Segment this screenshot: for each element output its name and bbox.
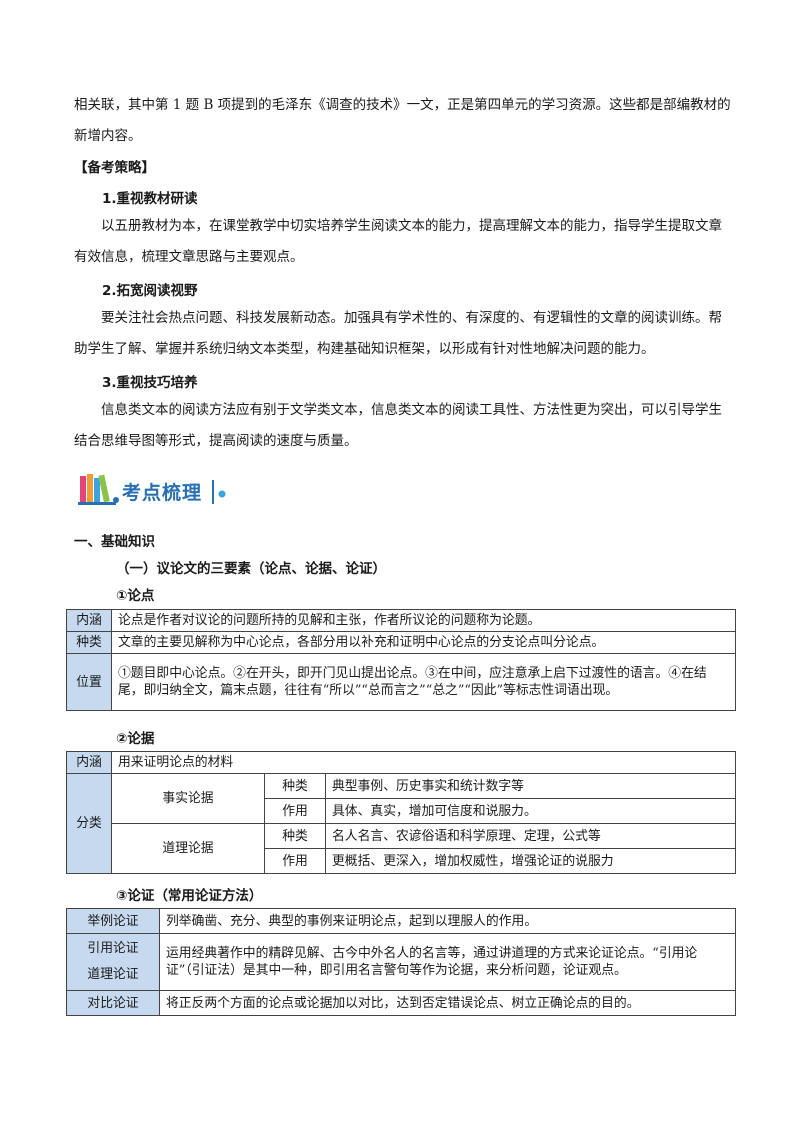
lundian-table: 内涵 论点是作者对议论的问题所持的见解和主张，作者所议论的问题称为论题。 种类 …: [66, 609, 736, 711]
row-text: 列举确凿、充分、典型的事例来证明论点，起到以理服人的作用。: [159, 908, 736, 934]
sub-text: 典型事例、历史事实和统计数字等: [325, 773, 736, 799]
lunju-table: 内涵 用来证明论点的材料 分类 事实论据 种类 典型事例、历史事实和统计数字等 …: [66, 751, 736, 874]
row-text: 运用经典著作中的精辟见解、古今中外名人的名言等，通过讲道理的方式来论证论点。“引…: [159, 933, 736, 991]
strategy-2-text: 要关注社会热点问题、科技发展新动态。加强具有学术性的、有深度的、有逻辑性的文章的…: [74, 310, 722, 357]
row-label: 位置: [66, 653, 112, 711]
group-name: 道理论据: [111, 823, 265, 874]
sub-text: 名人名言、农谚俗语和科学原理、定理，公式等: [325, 823, 736, 849]
fenlei-label: 分类: [66, 773, 112, 874]
row-label: 引用论证 道理论证: [66, 933, 160, 991]
row-label-line2: 道理论证: [87, 967, 139, 982]
strategy-1-title: 1.重视教材研读: [102, 191, 198, 207]
table-row: 道理论据 种类 名人名言、农谚俗语和科学原理、定理，公式等: [67, 823, 736, 874]
sub-label: 种类: [264, 823, 326, 849]
table-row: 内涵 论点是作者对议论的问题所持的见解和主张，作者所议论的问题称为论题。: [66, 609, 736, 632]
table-row: 作用 更概括、更深入，增加权威性，增强论证的说服力: [67, 848, 736, 874]
subsection-heading: （一）议论文的三要素（论点、论据、论证）: [116, 561, 386, 577]
table-row: 位置 ①题目即中心论点。②在开头，即开门见山提出论点。③在中间，应注意承上启下过…: [66, 653, 736, 711]
row-text: 将正反两个方面的论点或论据加以对比，达到否定错误论点、树立正确论点的目的。: [159, 990, 736, 1016]
neihan-label: 内涵: [66, 751, 112, 774]
lundian-title: ①论点: [116, 588, 155, 604]
section-banner: 考点梳理: [76, 470, 236, 510]
books-icon: [78, 474, 226, 505]
row-label: 举例论证: [66, 908, 160, 934]
row-label: 对比论证: [66, 990, 160, 1016]
neihan-text: 用来证明论点的材料: [111, 751, 736, 774]
row-text: 文章的主要见解称为中心论点，各部分用以补充和证明中心论点的分支论点叫分论点。: [111, 631, 736, 654]
table-row: 内涵 用来证明论点的材料: [66, 751, 736, 774]
table-row: 对比论证 将正反两个方面的论点或论据加以对比，达到否定错误论点、树立正确论点的目…: [66, 990, 736, 1016]
table-row: 引用论证 道理论证 运用经典著作中的精辟见解、古今中外名人的名言等，通过讲道理的…: [66, 933, 736, 991]
lunju-title: ②论据: [116, 731, 155, 747]
row-label: 内涵: [66, 609, 112, 632]
table-row: 举例论证 列举确凿、充分、典型的事例来证明论点，起到以理服人的作用。: [66, 908, 736, 934]
sub-label: 种类: [264, 773, 326, 799]
strategy-3-title: 3.重视技巧培养: [102, 375, 198, 391]
sub-label: 作用: [264, 798, 326, 824]
sub-text: 更概括、更深入，增加权威性，增强论证的说服力: [325, 848, 736, 874]
section-heading: 一、基础知识: [74, 534, 155, 550]
row-text: 论点是作者对议论的问题所持的见解和主张，作者所议论的问题称为论题。: [111, 609, 736, 632]
table-row: 种类 文章的主要见解称为中心论点，各部分用以补充和证明中心论点的分支论点叫分论点…: [66, 631, 736, 654]
intro-paragraph: 相关联，其中第 1 题 B 项提到的毛泽东《调查的技术》一文，正是第四单元的学习…: [74, 97, 731, 144]
strategy-heading: 【备考策略】: [74, 160, 155, 176]
row-label: 种类: [66, 631, 112, 654]
strategy-3-text: 信息类文本的阅读方法应有别于文学类文本，信息类文本的阅读工具性、方法性更为突出，…: [74, 402, 722, 449]
row-label-line1: 引用论证: [87, 941, 139, 956]
sub-label: 作用: [264, 848, 326, 874]
strategy-1-text: 以五册教材为本，在课堂教学中切实培养学生阅读文本的能力，提高理解文本的能力，指导…: [74, 218, 722, 265]
lunzheng-title: ③论证（常用论证方法）: [116, 888, 263, 904]
lunzheng-table: 举例论证 列举确凿、充分、典型的事例来证明论点，起到以理服人的作用。 引用论证 …: [66, 908, 736, 1016]
strategy-2-title: 2.拓宽阅读视野: [102, 283, 198, 299]
banner-title: 考点梳理: [122, 482, 203, 504]
row-text: ①题目即中心论点。②在开头，即开门见山提出论点。③在中间，应注意承上启下过渡性的…: [111, 653, 736, 711]
sub-text: 具体、真实，增加可信度和说服力。: [325, 798, 736, 824]
table-row: 分类 事实论据 种类 典型事例、历史事实和统计数字等: [66, 773, 736, 874]
group-name: 事实论据: [111, 773, 265, 824]
